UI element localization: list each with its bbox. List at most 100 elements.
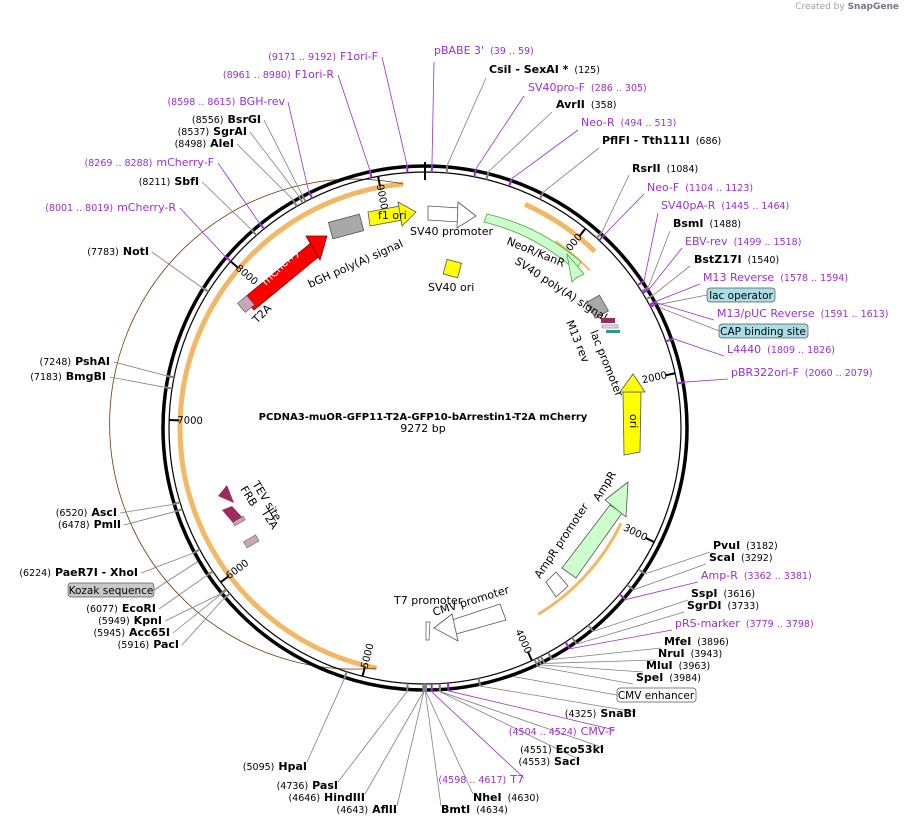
primer-f1ori-f[interactable]: (9171 .. 9192)F1ori-F xyxy=(268,50,378,63)
primer-neo-r[interactable]: Neo-R(494 .. 513) xyxy=(581,116,676,129)
site-mark xyxy=(571,636,578,645)
enzyme-spei[interactable]: SpeI(3984) xyxy=(636,671,701,684)
primer-pbr322ori-f[interactable]: pBR322ori-F(2060 .. 2079) xyxy=(731,366,873,379)
enzyme-paci[interactable]: (5916)PacI xyxy=(118,638,179,651)
leader xyxy=(541,664,644,673)
site-label: (8598 .. 8615)BGH-rev xyxy=(167,95,285,108)
enzyme-bsrgi[interactable]: (8556)BsrGI xyxy=(192,113,261,126)
leader xyxy=(201,181,252,230)
enzyme-acc65i[interactable]: (5945)Acc65I xyxy=(93,626,170,639)
enzyme-paer7i[interactable]: (6224)PaeR7I - XhoI xyxy=(19,566,138,579)
orf-arc-neo-inner xyxy=(555,240,591,271)
primer-sv40pa-r[interactable]: SV40pA-R(1445 .. 1464) xyxy=(661,199,789,212)
kozak-text: Kozak sequence xyxy=(69,585,154,597)
enzyme-ecori[interactable]: (6077)EcoRI xyxy=(86,602,156,615)
tick-5000 xyxy=(361,666,366,677)
site-label: (9171 .. 9192)F1ori-F xyxy=(268,50,378,63)
site-label: pBABE 3'(39 .. 59) xyxy=(434,44,534,57)
site-label: SspI(3616) xyxy=(691,587,755,600)
site-label: (7783)NotI xyxy=(87,245,149,258)
enzyme-pvui[interactable]: PvuI(3182) xyxy=(713,539,778,552)
leader xyxy=(448,690,616,731)
primer-m13-puc-reverse[interactable]: M13/pUC Reverse(1591 .. 1613) xyxy=(717,307,888,320)
site-label: (4504 .. 4524)CMV-F xyxy=(509,725,615,738)
site-mark xyxy=(172,501,181,506)
enzyme-asci[interactable]: (6520)AscI xyxy=(56,506,117,519)
enzyme-pflfi[interactable]: PflFI - Tth111I(686) xyxy=(602,134,721,147)
enzyme-bsmi[interactable]: BsmI(1488) xyxy=(673,217,741,230)
m13-rev-label: M13 rev xyxy=(563,318,592,365)
primer-amp-r[interactable]: Amp-R(3362 .. 3381) xyxy=(701,569,812,582)
enzyme-alei[interactable]: (8498)AleI xyxy=(175,137,234,150)
enzyme-hpai[interactable]: (5095)HpaI xyxy=(243,760,307,773)
site-mark xyxy=(406,683,409,692)
leader xyxy=(446,77,487,166)
site-label: (4551)Eco53kI xyxy=(520,743,604,756)
enzyme-bmgbi[interactable]: (7183)BmgBI xyxy=(30,370,106,383)
primer-sv40pro-f[interactable]: SV40pro-F(286 .. 305) xyxy=(528,81,647,94)
site-label: SV40pro-F(286 .. 305) xyxy=(528,81,647,94)
primer-f1ori-r[interactable]: (8961 .. 8980)F1ori-R xyxy=(223,68,334,81)
site-label: M13 Reverse(1578 .. 1594) xyxy=(703,271,848,284)
enzyme-bstz17i[interactable]: BstZ17I(1540) xyxy=(694,253,779,266)
leader xyxy=(543,147,600,193)
enzyme-rsrii[interactable]: RsrII(1084) xyxy=(632,162,698,175)
site-label: BmtI(4634) xyxy=(441,803,508,816)
t7-promoter-label: T7 promoter xyxy=(393,594,463,607)
primer-ebv-rev[interactable]: EBV-rev(1499 .. 1518) xyxy=(685,235,801,248)
enzyme-snabi[interactable]: (4325)SnaBI xyxy=(565,707,636,720)
site-mark xyxy=(533,658,539,668)
primer-bgh-rev[interactable]: (8598 .. 8615)BGH-rev xyxy=(167,95,285,108)
leader xyxy=(657,302,715,321)
enzyme-sgrdi[interactable]: SgrDI(3733) xyxy=(687,599,759,612)
primer-cmv-f[interactable]: (4504 .. 4524)CMV-F xyxy=(509,725,615,738)
enzyme-nrui[interactable]: NruI(3943) xyxy=(658,647,722,660)
leader xyxy=(263,119,303,195)
leader xyxy=(511,129,579,179)
orf-arc-ampr xyxy=(537,522,623,616)
enzyme-nhei[interactable]: NheI(4630) xyxy=(473,791,539,804)
site-mark xyxy=(300,194,307,203)
primer-mcherry-r[interactable]: (8001 .. 8019)mCherry-R xyxy=(45,201,176,214)
enzyme-pasi[interactable]: (4736)PasI xyxy=(277,779,338,792)
site-mark xyxy=(445,164,449,174)
sv40-promoter-body xyxy=(427,205,461,223)
primer-m13-reverse[interactable]: M13 Reverse(1578 .. 1594) xyxy=(703,271,848,284)
primer-l4440[interactable]: L4440(1809 .. 1826) xyxy=(727,343,835,356)
primer-mcherry-f[interactable]: (8269 .. 8288)mCherry-F xyxy=(85,156,214,169)
enzyme-aflii[interactable]: (4643)AflII xyxy=(337,803,397,816)
enzyme-saci[interactable]: (4553)SacI xyxy=(518,755,580,768)
enzyme-scai[interactable]: ScaI(3292) xyxy=(709,551,773,564)
enzyme-sgrai[interactable]: (8537)SgrAI xyxy=(178,125,247,138)
enzyme-mfei[interactable]: MfeI(3896) xyxy=(664,635,729,648)
primer-t7[interactable]: (4598 .. 4617)T7 xyxy=(438,773,524,786)
orf-arc-outline xyxy=(109,178,404,670)
primer-neo-f[interactable]: Neo-F(1104 .. 1123) xyxy=(647,181,753,194)
site-label: (8211)SbfI xyxy=(139,175,199,188)
enzyme-bmti[interactable]: BmtI(4634) xyxy=(441,803,508,816)
enzyme-mlui[interactable]: MluI(3963) xyxy=(646,659,710,672)
sv40-promoter-head xyxy=(456,201,477,229)
enzyme-hindiii[interactable]: (4646)HindIII xyxy=(288,791,365,804)
enzyme-sbfi[interactable]: (8211)SbfI xyxy=(139,175,199,188)
site-label: BstZ17I(1540) xyxy=(694,253,779,266)
leader xyxy=(424,691,442,807)
enzyme-kpni[interactable]: (5949)KpnI xyxy=(98,614,162,627)
enzyme-sspi[interactable]: SspI(3616) xyxy=(691,587,755,600)
enzyme-eco53ki[interactable]: (4551)Eco53kI xyxy=(520,743,604,756)
enzyme-pshai[interactable]: (7248)PshAI xyxy=(40,355,110,368)
enzyme-avrii[interactable]: AvrII(358) xyxy=(556,98,616,111)
site-label: NheI(4630) xyxy=(473,791,539,804)
enzyme-csii[interactable]: CsiI - SexAI *(125) xyxy=(489,63,600,76)
site-label: (6077)EcoRI xyxy=(86,602,156,615)
primer-prs-marker[interactable]: pRS-marker(3779 .. 3798) xyxy=(675,617,814,630)
cmv-enhancer-text: CMV enhancer xyxy=(618,690,695,702)
primer-pbabe-3-[interactable]: pBABE 3'(39 .. 59) xyxy=(434,44,534,57)
site-label: RsrII(1084) xyxy=(632,162,698,175)
enzyme-pmli[interactable]: (6478)PmlI xyxy=(58,518,121,531)
site-label: M13/pUC Reverse(1591 .. 1613) xyxy=(717,307,888,320)
enzyme-noti[interactable]: (7783)NotI xyxy=(87,245,149,258)
orf-arc-neo xyxy=(523,202,597,254)
leader xyxy=(604,193,645,235)
leader xyxy=(488,111,553,173)
